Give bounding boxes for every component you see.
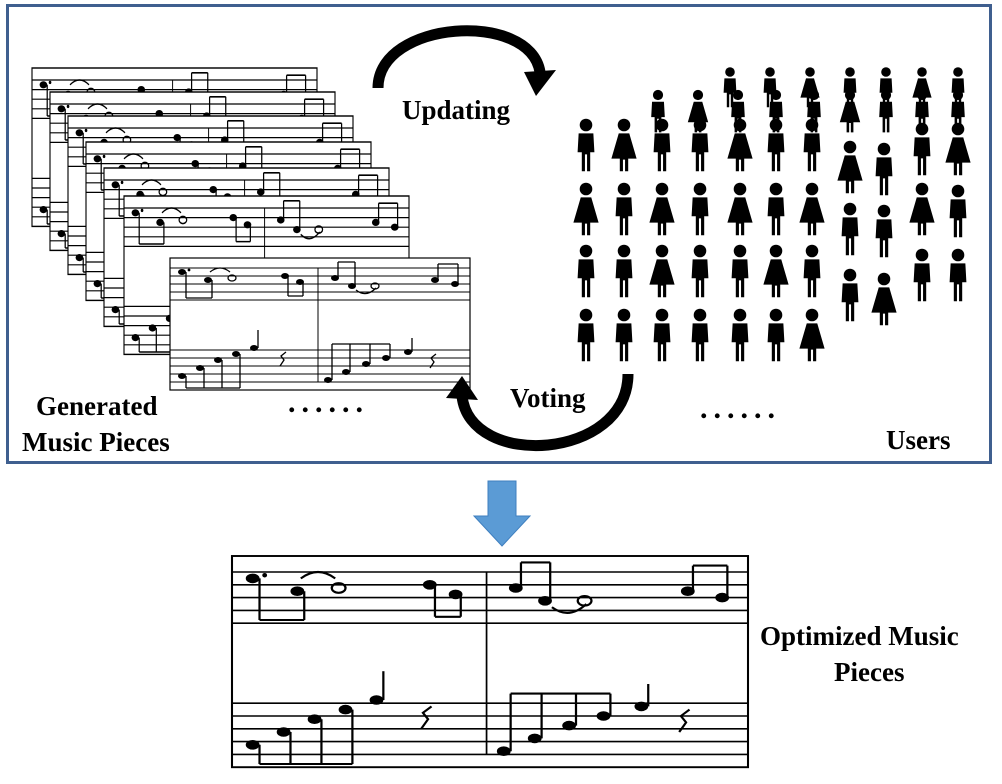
ellipsis-right: ...... bbox=[700, 392, 781, 425]
person-icon bbox=[731, 244, 749, 298]
person-icon bbox=[727, 118, 753, 172]
system-frame bbox=[6, 4, 992, 464]
optimized-label-line2: Pieces bbox=[834, 657, 905, 687]
person-icon bbox=[649, 244, 675, 298]
person-icon bbox=[837, 140, 863, 194]
person-icon bbox=[615, 182, 633, 236]
person-icon bbox=[843, 67, 857, 108]
person-icon bbox=[653, 118, 671, 172]
person-icon bbox=[573, 182, 599, 236]
users-label: Users bbox=[886, 425, 951, 455]
person-icon bbox=[691, 182, 709, 236]
person-icon bbox=[913, 248, 931, 302]
voting-arrow-icon bbox=[446, 373, 634, 452]
person-icon bbox=[949, 184, 967, 238]
music-sheet-front bbox=[169, 257, 471, 391]
person-icon bbox=[577, 244, 595, 298]
updating-arrow-icon bbox=[372, 25, 556, 96]
person-icon bbox=[611, 118, 637, 172]
person-icon bbox=[577, 118, 595, 172]
person-icon bbox=[803, 244, 821, 298]
generated-label-line2: Music Pieces bbox=[22, 427, 170, 457]
person-icon bbox=[653, 308, 671, 362]
person-icon bbox=[945, 122, 971, 176]
voting-label: Voting bbox=[510, 383, 586, 413]
users-crowd bbox=[573, 67, 971, 362]
person-icon bbox=[649, 182, 675, 236]
person-icon bbox=[912, 67, 932, 108]
person-icon bbox=[841, 268, 859, 322]
person-icon bbox=[767, 118, 785, 172]
person-icon bbox=[799, 182, 825, 236]
person-icon bbox=[799, 308, 825, 362]
person-icon bbox=[875, 204, 893, 258]
generated-label-line1: Generated bbox=[36, 391, 158, 421]
updating-label: Updating bbox=[402, 95, 511, 125]
person-icon bbox=[615, 244, 633, 298]
ellipsis-left: ...... bbox=[288, 386, 369, 419]
person-icon bbox=[875, 142, 893, 196]
down-arrow-icon bbox=[472, 480, 532, 547]
optimized-music-score bbox=[230, 554, 750, 769]
person-icon bbox=[839, 89, 861, 133]
person-icon bbox=[909, 182, 935, 236]
person-icon bbox=[879, 89, 893, 133]
person-icon bbox=[691, 244, 709, 298]
person-icon bbox=[951, 67, 965, 108]
person-icon bbox=[691, 118, 709, 172]
person-icon bbox=[691, 308, 709, 362]
person-icon bbox=[731, 308, 749, 362]
person-icon bbox=[767, 182, 785, 236]
person-icon bbox=[871, 272, 897, 326]
person-icon bbox=[913, 122, 931, 176]
person-icon bbox=[763, 244, 789, 298]
person-icon bbox=[763, 67, 777, 108]
person-icon bbox=[800, 67, 820, 108]
person-icon bbox=[723, 67, 737, 108]
person-icon bbox=[727, 182, 753, 236]
person-icon bbox=[879, 67, 893, 108]
person-icon bbox=[949, 248, 967, 302]
person-icon bbox=[803, 118, 821, 172]
person-icon bbox=[577, 308, 595, 362]
person-icon bbox=[615, 308, 633, 362]
optimized-label-line1: Optimized Music bbox=[760, 621, 959, 651]
person-icon bbox=[841, 202, 859, 256]
person-icon bbox=[767, 308, 785, 362]
